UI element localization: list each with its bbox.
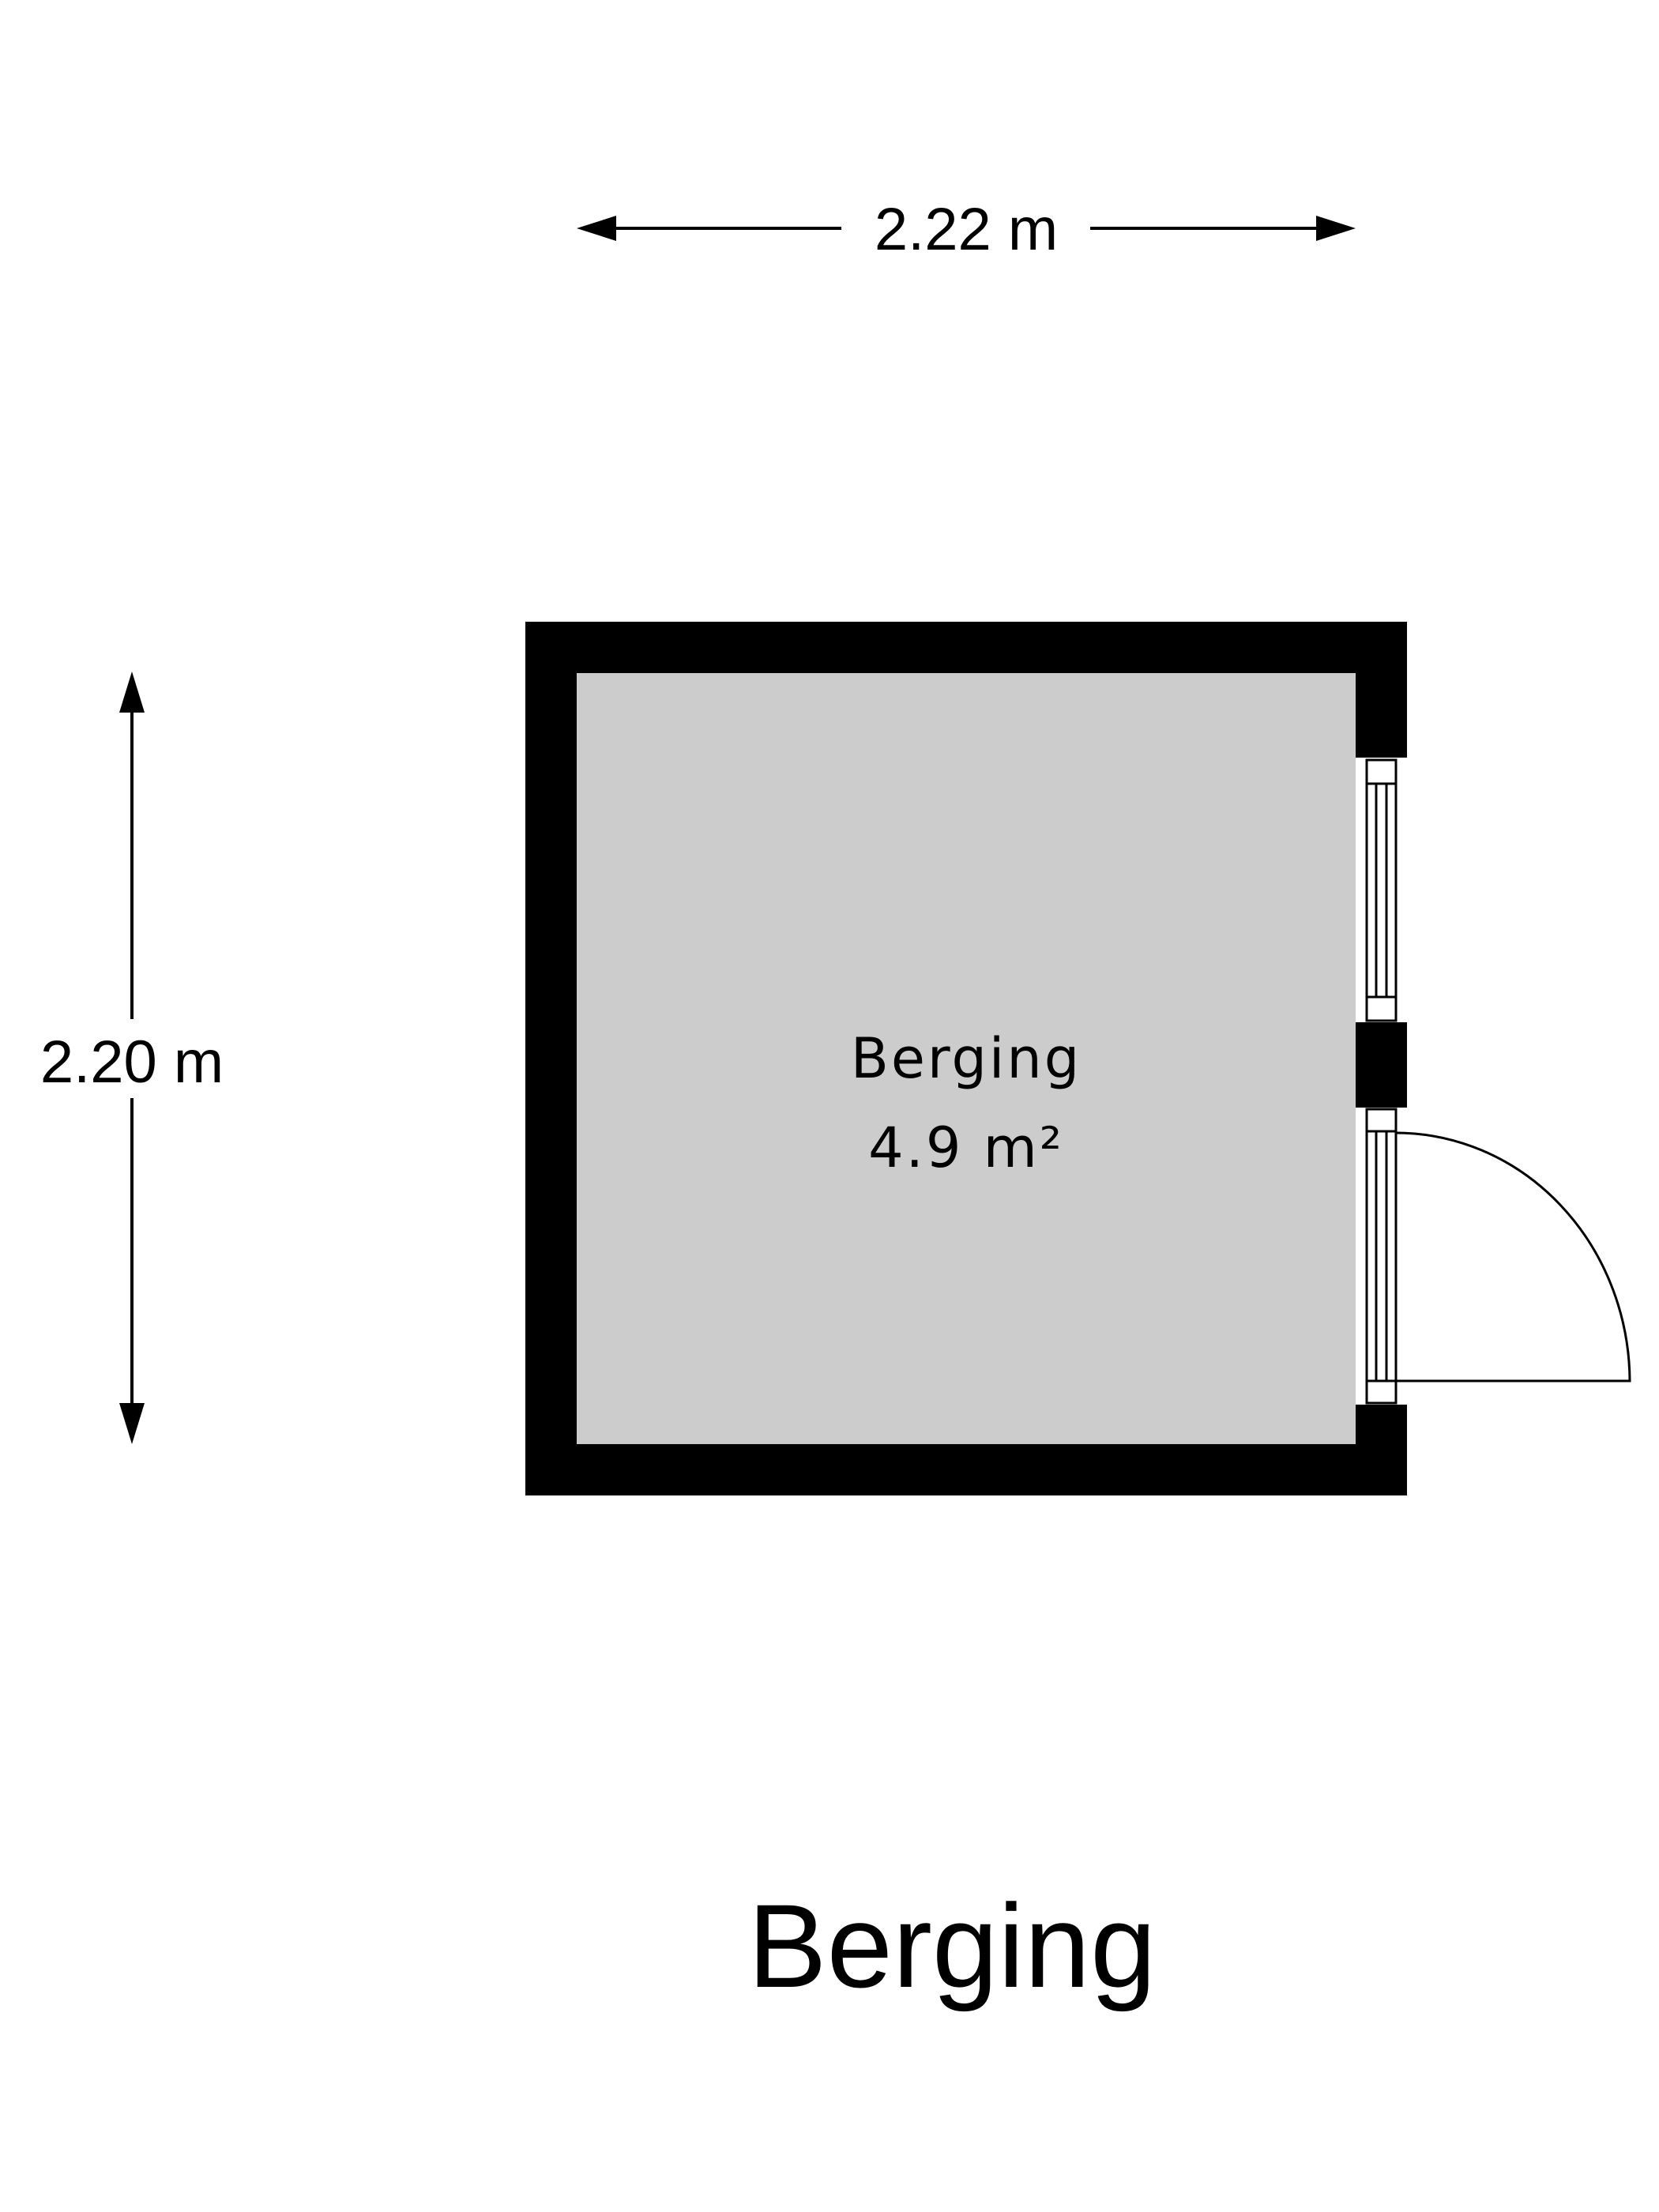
room-floor <box>577 673 1356 1444</box>
wall-top <box>525 622 1407 673</box>
door-frame <box>1365 1108 1398 1405</box>
window <box>1365 758 1398 1022</box>
wall-bottom <box>525 1444 1407 1495</box>
height-dimension: 2.20 m <box>40 672 224 1444</box>
arrow-down-icon <box>119 1403 145 1444</box>
width-label: 2.22 m <box>875 196 1058 263</box>
room-name: Berging <box>851 1026 1082 1091</box>
wall-left <box>525 622 577 1495</box>
door-swing-arc <box>1395 1131 1631 1382</box>
arrow-right-icon <box>1316 216 1356 241</box>
wall-right-middle <box>1356 1022 1407 1108</box>
width-dimension: 2.22 m <box>577 196 1356 263</box>
arrow-up-icon <box>119 672 145 713</box>
wall-right-top <box>1356 622 1407 758</box>
door <box>1365 1108 1631 1405</box>
height-label: 2.20 m <box>40 1029 224 1096</box>
arrow-left-icon <box>577 216 616 241</box>
room-area: 4.9 m² <box>868 1115 1064 1180</box>
walls <box>525 622 1407 1495</box>
wall-right-bottom <box>1356 1405 1407 1495</box>
plan-title: Berging <box>747 1879 1156 2012</box>
window-frame <box>1365 758 1398 1022</box>
